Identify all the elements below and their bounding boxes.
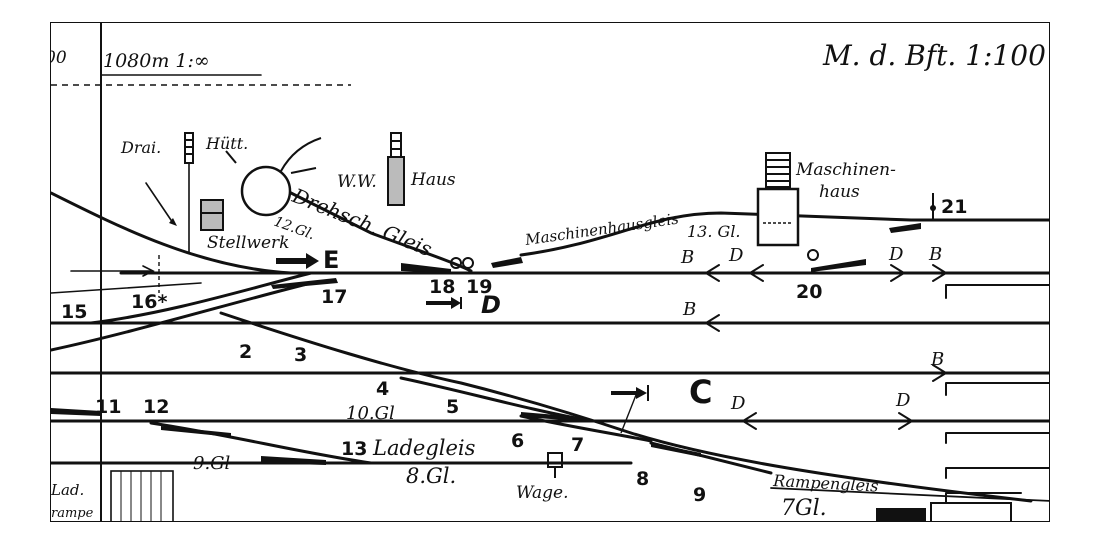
switch-8-blade bbox=[651, 443, 701, 457]
signal-21-icon bbox=[889, 193, 936, 233]
track-maschinenhausgleis bbox=[519, 211, 913, 257]
equipment-block bbox=[930, 502, 1012, 521]
diagonal-ladder bbox=[219, 311, 1033, 503]
left-scale-cut: 00 bbox=[51, 48, 67, 68]
signal-B: B bbox=[680, 247, 694, 268]
switch-11-blade bbox=[51, 408, 101, 416]
arrow-right-icon bbox=[276, 253, 319, 269]
signal-19-icon bbox=[450, 257, 462, 269]
switch-number: 15 bbox=[61, 301, 87, 323]
switch-number: 19 bbox=[466, 276, 492, 298]
switch-number: 11 bbox=[95, 396, 121, 418]
track-13-label: 13. Gl. bbox=[687, 222, 741, 241]
rampengleis-label: Rampengleis bbox=[772, 471, 879, 496]
maschinenhaus-label-2: haus bbox=[819, 182, 860, 202]
maschinenhausgleis-label: Maschinenhausgleis bbox=[523, 210, 680, 250]
switch-12-blade bbox=[161, 426, 231, 437]
stellwerk-label: Stellwerk bbox=[207, 233, 289, 253]
track-diagram-frame: 00 1080m 1:∞ M. d. Bft. 1:100 bbox=[50, 22, 1050, 522]
rampengleis bbox=[770, 487, 1049, 502]
stellwerk-building bbox=[200, 199, 224, 231]
switch-number: 16* bbox=[131, 291, 167, 313]
track-left-stub bbox=[51, 282, 202, 294]
signal-19-icon bbox=[462, 257, 474, 269]
track-8-label: 8.Gl. bbox=[406, 464, 456, 488]
crossover-4-5 bbox=[399, 376, 593, 423]
signal-D: D bbox=[730, 393, 746, 414]
switch-number: 9 bbox=[693, 484, 706, 506]
track-drehscheibengleis bbox=[279, 186, 473, 273]
switch-number: 6 bbox=[511, 430, 524, 452]
ladegleis-label: Ladegleis bbox=[372, 436, 476, 460]
huette-label: Hütt. bbox=[205, 134, 248, 153]
drai-label: Drai. bbox=[120, 138, 161, 157]
ww-label: W.W. bbox=[337, 172, 377, 192]
ladegleis-branch bbox=[149, 421, 373, 465]
signal-D: D bbox=[895, 390, 911, 411]
pointer-line bbox=[145, 182, 174, 224]
signal-D: D bbox=[728, 245, 744, 266]
signal-mast-icon bbox=[184, 132, 194, 253]
switch-number: 20 bbox=[796, 281, 822, 303]
haus-label: Haus bbox=[410, 170, 456, 190]
switch-number: 12 bbox=[143, 396, 169, 418]
switch-number: 4 bbox=[376, 378, 389, 400]
switch-number: 21 bbox=[941, 196, 967, 218]
equipment-block bbox=[876, 508, 926, 521]
signal-C: C bbox=[689, 373, 712, 411]
maschinenhaus-label-1: Maschinen- bbox=[795, 160, 896, 180]
switch-19-blade bbox=[491, 257, 523, 268]
pointer-arrowhead bbox=[169, 218, 177, 226]
switch-6-blade bbox=[521, 412, 581, 421]
crossover-16 bbox=[51, 281, 313, 352]
switch-20-blade bbox=[811, 259, 866, 272]
wage-label: Wage. bbox=[516, 483, 568, 503]
signal-E: E bbox=[323, 246, 339, 274]
lade-label: Lad. bbox=[51, 481, 84, 499]
track-12-curve bbox=[51, 191, 293, 275]
turntable-icon bbox=[225, 137, 322, 217]
arrow-right-icon bbox=[142, 265, 155, 277]
signal-B: B bbox=[682, 299, 696, 320]
switch-number: 8 bbox=[636, 468, 649, 490]
switch-number: 18 bbox=[429, 276, 455, 298]
signal-D-middle: D bbox=[481, 291, 501, 319]
crossover-15-17 bbox=[89, 271, 313, 325]
rampe-label: rampe bbox=[51, 506, 94, 521]
left-scale-label: 1080m 1:∞ bbox=[103, 50, 210, 72]
water-tower-icon bbox=[387, 132, 405, 206]
right-scale-label: M. d. Bft. 1:100 bbox=[822, 39, 1046, 72]
maschinenhaus-building bbox=[756, 152, 819, 261]
switch-number: 17 bbox=[321, 286, 347, 308]
laderampe-building bbox=[110, 470, 174, 521]
switch-number: 13 bbox=[341, 438, 367, 460]
track-9-label: 9.Gl bbox=[193, 453, 231, 474]
switch-number: 5 bbox=[446, 396, 459, 418]
switch-number: 3 bbox=[294, 344, 307, 366]
arrow-right-icon bbox=[890, 264, 948, 430]
track-diagram: 00 1080m 1:∞ M. d. Bft. 1:100 bbox=[51, 23, 1049, 521]
switch-18-blade bbox=[401, 263, 451, 273]
arrow-right-icon bbox=[426, 297, 462, 309]
wage-building bbox=[547, 452, 563, 478]
arrow-left-icon bbox=[704, 264, 764, 430]
switch-13-blade bbox=[261, 456, 326, 465]
drehscheibengleis-label: Drehsch. Gleis bbox=[288, 183, 435, 261]
buffer-stop-icon bbox=[945, 284, 1049, 504]
switch-17-blade bbox=[271, 278, 338, 289]
signal-D: D bbox=[888, 244, 904, 265]
signal-B: B bbox=[928, 244, 942, 265]
track-10-label: 10.Gl bbox=[346, 403, 395, 424]
switch-number: 7 bbox=[571, 434, 584, 456]
switch-number: 2 bbox=[239, 341, 252, 363]
track-7-label: 7Gl. bbox=[781, 496, 827, 521]
crossover-6-7 bbox=[519, 414, 653, 443]
arrow-right-icon bbox=[611, 385, 649, 434]
